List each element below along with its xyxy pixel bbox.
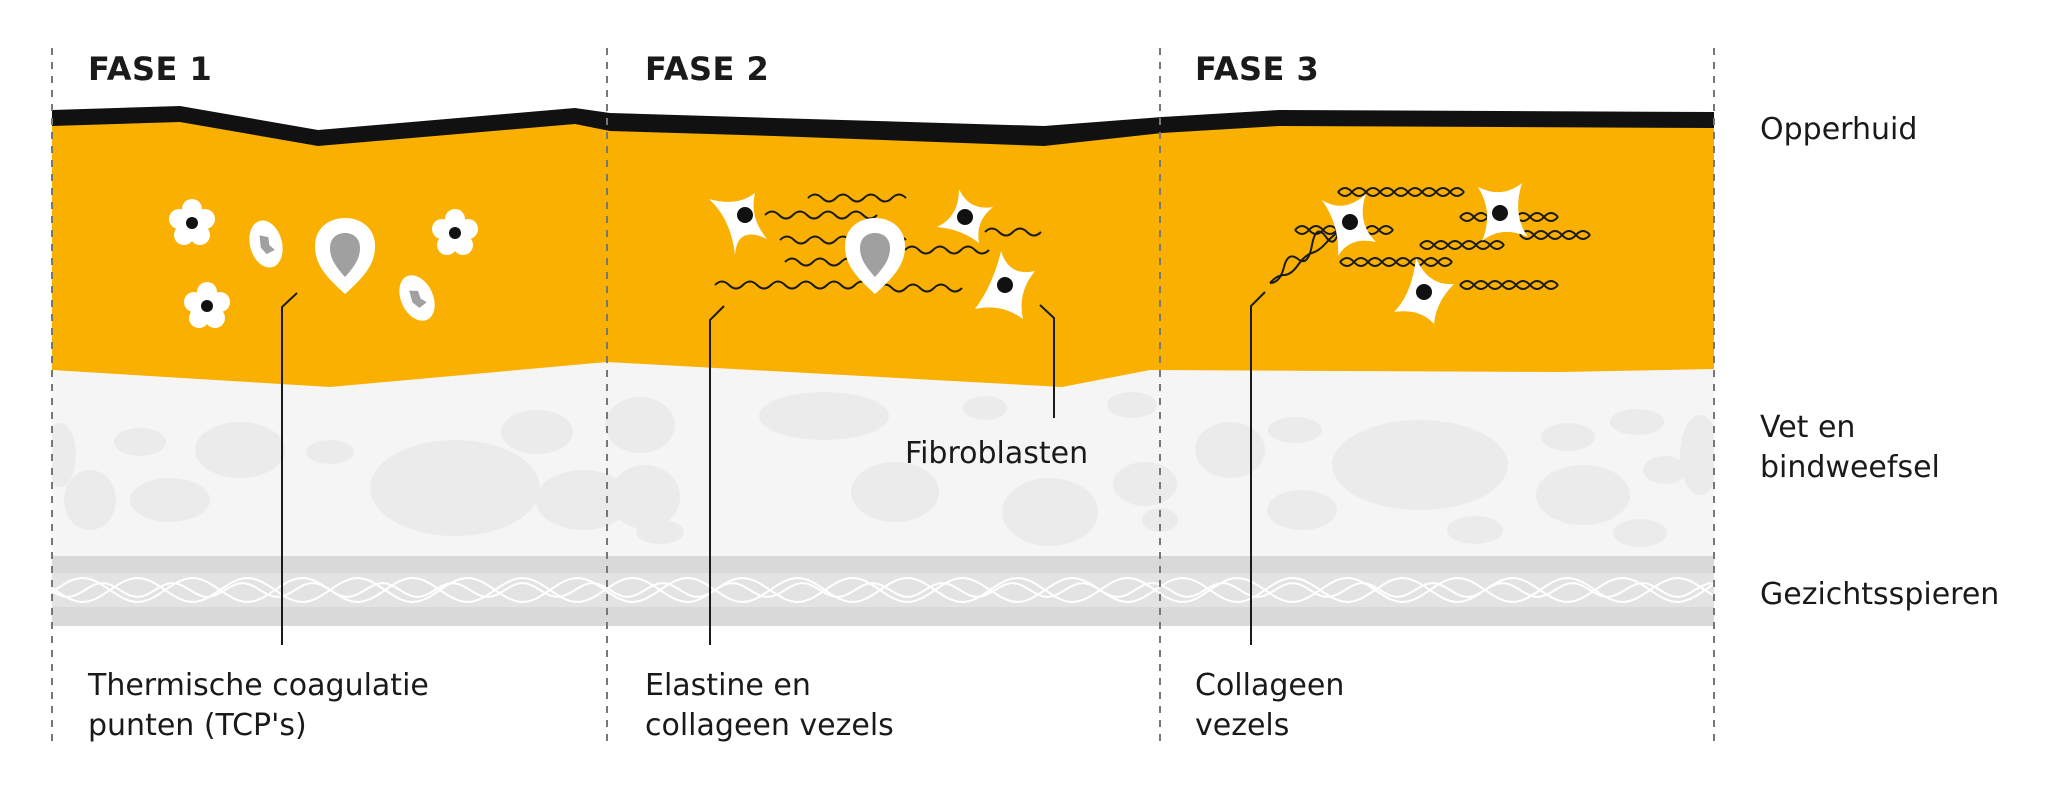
flower-cell [169,199,215,245]
fat-layer [52,350,1714,560]
phase3-cells [1269,183,1591,324]
fibroblast-cell [1478,183,1528,241]
label-fat-line1: Vet en [1760,410,1856,445]
label-muscles: Gezichtsspieren [1760,577,2000,612]
fibroblast-cell [937,189,993,243]
callout-elastine-line1: Elastine en [645,668,811,703]
fibroblast-cell [709,193,767,255]
oval-cell [249,220,283,268]
callout-elastine-line2: collageen vezels [645,708,894,743]
label-fat-line2: bindweefsel [1760,450,1940,485]
collagen-fibres [1269,187,1591,290]
phase2-cells [709,189,1042,319]
phase-1-title: FASE 1 [88,50,213,88]
callout-lines [281,291,1266,645]
phase-3-title: FASE 3 [1195,50,1320,88]
phase-dividers [51,48,1715,745]
callout-collagen-line1: Collageen [1195,668,1345,703]
callout-tcp-line2: punten (TCP's) [88,708,307,743]
flower-cell [432,209,478,255]
flower-cell [184,282,230,328]
elastin-fibres [714,193,1042,293]
callout-collagen-line2: vezels [1195,708,1290,743]
fibroblast-cell [1394,258,1454,324]
drop-cell [315,218,375,294]
epidermis-layer [52,106,1714,146]
phase1-cells [169,199,478,328]
label-epidermis: Opperhuid [1760,112,1918,147]
oval-cell [399,275,435,321]
fibroblast-cell [1322,194,1376,256]
phase-2-title: FASE 2 [645,50,770,88]
callout-tcp-line1: Thermische coagulatie [88,668,429,703]
muscle-layer [52,556,1714,626]
drop-cell [845,218,905,294]
fibroblast-cell [975,251,1035,319]
callout-fibroblasts: Fibroblasten [905,436,1089,471]
